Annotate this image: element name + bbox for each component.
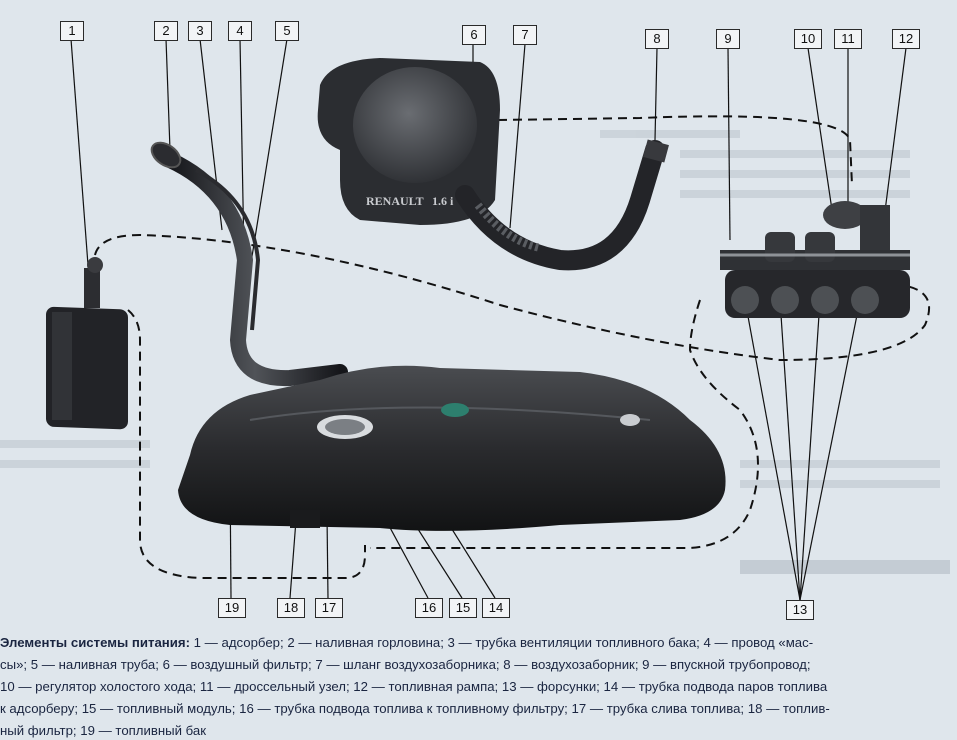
air-filter: RENAULT 1.6 i <box>317 58 500 225</box>
callout-11: 11 <box>834 29 862 49</box>
intake-manifold <box>720 201 910 318</box>
callout-10: 10 <box>794 29 822 49</box>
diagram-drawing: RENAULT 1.6 i <box>0 38 950 601</box>
callout-12: 12 <box>892 29 920 49</box>
fuel-tank <box>178 365 726 531</box>
callout-7: 7 <box>513 25 537 45</box>
figure-caption: Элементы системы питания: 1 — адсорбер; … <box>0 630 957 740</box>
callout-4: 4 <box>228 21 252 41</box>
air-intake-hose <box>455 139 669 271</box>
callout-9: 9 <box>716 29 740 49</box>
diagram: RENAULT 1.6 i 1 2 3 4 5 6 7 8 9 <box>0 21 950 620</box>
callout-3: 3 <box>188 21 212 41</box>
renault-logo-text: RENAULT <box>366 194 424 208</box>
callout-5: 5 <box>275 21 299 41</box>
callout-14: 14 <box>482 598 510 618</box>
callout-17: 17 <box>315 598 343 618</box>
filler-pipe <box>150 141 348 387</box>
callout-1: 1 <box>60 21 84 41</box>
callout-8: 8 <box>645 29 669 49</box>
caption-text-1: 1 — адсорбер; 2 — наливная горловина; 3 … <box>193 635 814 650</box>
caption-line-2: сы»; 5 — наливная труба; 6 — воздушный ф… <box>0 657 811 672</box>
callout-15: 15 <box>449 598 477 618</box>
callout-18: 18 <box>277 598 305 618</box>
engine-model-text: 1.6 i <box>432 194 454 208</box>
caption-line-5: ный фильтр; 19 — топливный бак <box>0 723 207 738</box>
callout-13: 13 <box>786 600 814 620</box>
callout-16: 16 <box>415 598 443 618</box>
adsorber-canister <box>46 257 128 430</box>
caption-line-4: к адсорберу; 15 — топливный модуль; 16 —… <box>0 701 830 716</box>
callout-19: 19 <box>218 598 246 618</box>
caption-title: Элементы системы питания: <box>0 635 190 650</box>
callout-2: 2 <box>154 21 178 41</box>
callout-6: 6 <box>462 25 486 45</box>
dashed-connections <box>94 115 930 579</box>
caption-line-1: Элементы системы питания: 1 — адсорбер; … <box>0 630 957 652</box>
caption-line-3: 10 — регулятор холостого хода; 11 — дрос… <box>0 679 828 694</box>
